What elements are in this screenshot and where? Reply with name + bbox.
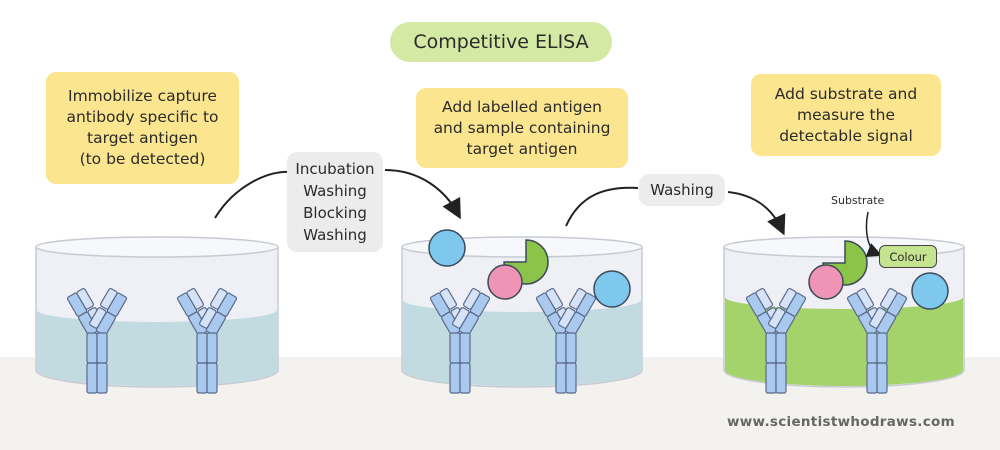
- arrow-connector: [214, 170, 291, 219]
- well-2: [401, 229, 643, 394]
- tag-line: Washing: [303, 226, 367, 244]
- footer-url: www.scientistwhodraws.com: [727, 414, 955, 430]
- tag-line: Washing: [650, 181, 714, 199]
- note-line: target antigen: [87, 129, 198, 147]
- well-3: [723, 236, 965, 394]
- colour-label: Colour: [879, 245, 937, 268]
- target-antigen: [428, 229, 466, 267]
- target-antigen: [593, 270, 631, 308]
- target-antigen: [911, 272, 949, 310]
- substrate-arrow: [865, 211, 883, 258]
- note-line: Add substrate and: [774, 84, 918, 103]
- tag-line: Washing: [303, 182, 367, 200]
- incubation-steps-label: Incubation Washing Blocking Washing: [287, 152, 383, 252]
- tag-line: Blocking: [303, 204, 367, 222]
- note-line: (to be detected): [79, 150, 206, 168]
- arrow-connector: [384, 169, 461, 220]
- substrate-label: Substrate: [831, 194, 885, 207]
- note-line: and sample containing: [433, 118, 611, 137]
- tag-line: Incubation: [295, 160, 375, 178]
- note-line: Immobilize capture: [68, 87, 217, 105]
- note-line: measure the: [797, 105, 895, 124]
- step-2-note: Add labelled antigen and sample containi…: [416, 88, 628, 168]
- labelled-antigen: [487, 264, 523, 300]
- well-1: [35, 236, 279, 394]
- note-line: detectable signal: [779, 126, 913, 145]
- note-line: target antigen: [466, 139, 578, 158]
- labelled-antigen: [808, 264, 844, 300]
- arrow-connector: [565, 186, 639, 227]
- step-3-note: Add substrate and measure the detectable…: [751, 74, 941, 156]
- note-line: antibody specific to: [66, 108, 219, 126]
- diagram-title: Competitive ELISA: [390, 22, 612, 62]
- step-1-note: Immobilize capture antibody specific to …: [46, 72, 239, 184]
- arrow-connector: [727, 191, 786, 236]
- note-line: Add labelled antigen: [442, 97, 602, 116]
- washing-label: Washing: [639, 174, 725, 206]
